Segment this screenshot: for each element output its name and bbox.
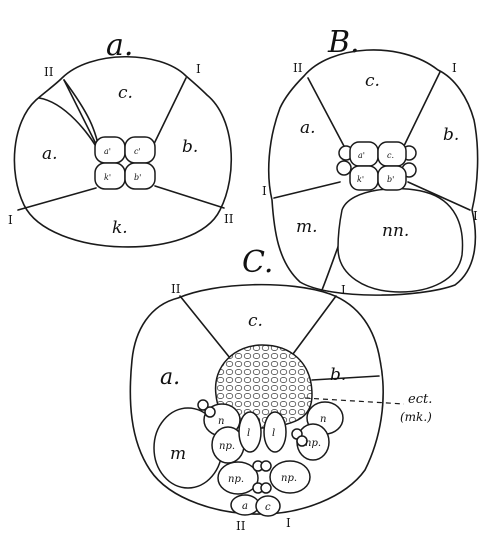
panel-c-roman-i-top: I — [341, 283, 346, 297]
panel-c-label-l-right: l — [272, 428, 275, 439]
panel-a-cleave-ur — [152, 78, 186, 148]
panel-c-label-np-low-right: np. — [281, 473, 297, 484]
panel-c-label-bottom-c: c — [265, 502, 271, 513]
panel-b-roman-ii-top: II — [293, 61, 303, 75]
panel-b-roman-i-left: I — [262, 184, 267, 198]
panel-b-cleave-l — [274, 182, 340, 198]
panel-b-label-m: m. — [296, 217, 318, 237]
panel-c-label-np-left: np. — [219, 441, 235, 452]
panel-b-label-k1: k' — [357, 175, 364, 184]
panel-b-label-b: b. — [443, 125, 459, 145]
panel-c-label-a: a. — [160, 365, 180, 390]
panel-a-cleave-lr — [155, 186, 224, 208]
panel-a-roman-i-left: I — [8, 213, 13, 227]
panel-c-micromere-2 — [205, 407, 215, 417]
panel-a-label-c: c. — [118, 83, 133, 103]
panel-c-label-n-right: n — [320, 414, 326, 425]
panel-b-cleave-ur — [402, 72, 440, 150]
panel-a-roman-ii-right: II — [224, 212, 234, 226]
panel-a-label-c1: c' — [134, 147, 141, 156]
panel-c-cleave-ur — [290, 296, 336, 358]
panel-b-label-a1: a' — [358, 151, 365, 160]
panel-c-cleave-ul — [180, 296, 230, 358]
panel-c-label-np-right: np. — [305, 438, 321, 449]
panel-a-label-a1: a' — [104, 147, 111, 156]
panel-c-micromere-6 — [261, 461, 271, 471]
panel-b-label-c1: c. — [387, 151, 394, 160]
panel-b-title: B. — [327, 25, 360, 60]
panel-c-roman-ii-top: II — [171, 282, 181, 296]
panel-b: B. a' c. k' b' c. a. b. m. nn. II I I I — [262, 25, 478, 295]
panel-a-label-b: b. — [182, 137, 198, 157]
panel-a-roman-ii-top: II — [44, 65, 54, 79]
panel-b-label-nn: nn. — [382, 221, 409, 241]
panel-c-title: C. — [242, 245, 273, 280]
panel-c-label-bottom-a: a — [242, 501, 248, 512]
panel-a-label-a: a. — [42, 144, 58, 164]
panel-c-annotation-ect: ect. — [408, 392, 432, 407]
panel-a-label-b1: b' — [134, 173, 141, 182]
panel-b-roman-i-top: I — [452, 61, 457, 75]
panel-a-label-k1: k' — [104, 173, 111, 182]
panel-c-label-c: c. — [248, 311, 263, 331]
panel-c-micromere-8 — [261, 483, 271, 493]
panel-b-label-a: a. — [300, 118, 316, 138]
panel-c-label-l-left: l — [247, 428, 250, 439]
panel-b-roman-i-right: I — [473, 209, 478, 223]
panel-a-left-arc — [39, 98, 98, 150]
panel-c-roman-ii-bottom: II — [236, 519, 246, 533]
panel-c-label-np-low-left: np. — [228, 474, 244, 485]
panel-c-label-m: m — [170, 444, 186, 464]
panel-c-annotation-mk: (mk.) — [400, 410, 432, 424]
panel-a-roman-i-top: I — [196, 62, 201, 76]
panel-a-label-k: k. — [112, 218, 128, 238]
panel-b-label-b1: b' — [387, 175, 394, 184]
panel-a-cleave-ll — [18, 188, 96, 210]
panel-b-label-c: c. — [365, 71, 380, 91]
panel-c-label-n-left: n — [218, 416, 224, 427]
panel-a: a. a' c' k' b' c. a. b. k. II I I II — [8, 28, 234, 247]
panel-b-extra-micromere-2 — [337, 161, 351, 175]
panel-c-label-b: b. — [330, 365, 346, 385]
panel-c-roman-i-bottom: I — [286, 516, 291, 530]
